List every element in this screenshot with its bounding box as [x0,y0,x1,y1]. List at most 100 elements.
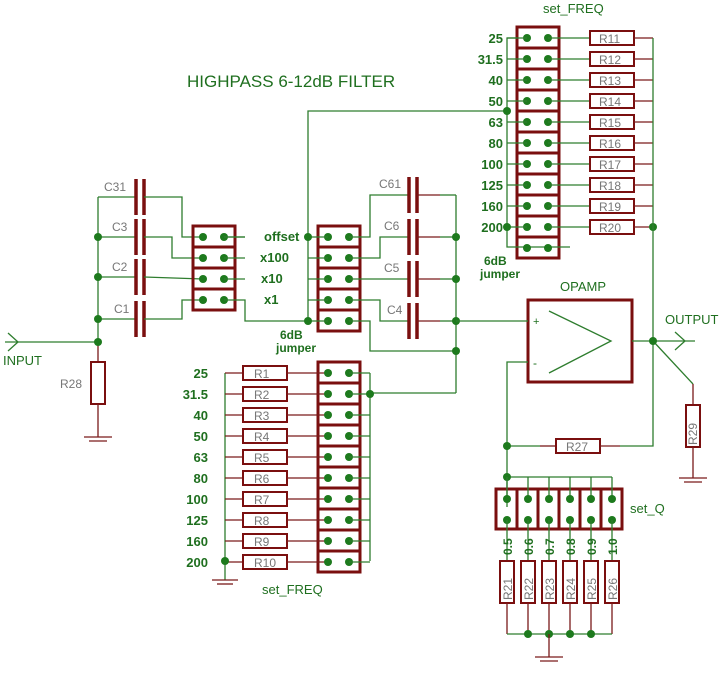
freq-label-top: 100 [481,157,503,172]
cap-label: C4 [387,303,403,317]
resistor-label: R12 [599,53,621,67]
junction-dot [608,495,616,503]
resistor-label: R22 [522,578,536,600]
junction-dot [524,495,532,503]
top-jumper-6db-label: 6dB [484,254,507,268]
junction-dot [324,390,332,398]
resistor-label: R6 [254,472,270,486]
junction-dot [524,630,532,638]
junction-dot [94,273,102,281]
cap-label: C6 [384,219,400,233]
junction-dot [566,630,574,638]
junction-dot [199,296,207,304]
resistor-label: R8 [254,514,270,528]
junction-dot [94,315,102,323]
top-jumper-6db-label-2: jumper [479,267,520,281]
input-label: INPUT [3,353,42,368]
junction-dot [566,495,574,503]
junction-dot [199,275,207,283]
range-label-3: x1 [264,292,278,307]
cap-label: C2 [112,260,128,274]
left-range-jumper[interactable] [191,224,308,322]
freq-label-top: 160 [481,199,503,214]
junction-dot [324,411,332,419]
freq-label-top: 40 [489,73,503,88]
freq-label-bottom: 50 [194,429,208,444]
junction-dot [304,317,312,325]
resistor-label: R17 [599,158,621,172]
middle-range-jumper[interactable] [304,110,508,333]
junction-dot [452,347,460,355]
junction-dot [587,630,595,638]
freq-label-bottom: 25 [194,366,208,381]
junction-dot [199,254,207,262]
opamp: OPAMP + - OUTPUT R29 R27 [456,38,719,507]
resistor-label: R10 [254,556,276,570]
resistor-label: R20 [599,221,621,235]
wire [349,236,409,259]
resistor-label: R11 [599,32,620,46]
resistor-label: R23 [543,578,557,600]
freq-label-bottom: 160 [186,534,208,549]
jumper-6db-label-2: jumper [275,341,316,355]
freq-label-bottom: 40 [194,408,208,423]
junction-dot [366,390,374,398]
junction-dot [587,495,595,503]
wire [349,320,456,352]
wire [307,110,508,237]
freq-label-bottom: 31.5 [183,387,208,402]
q-value-label: 1.0 [606,538,620,555]
junction-dot [503,223,511,231]
cap-label: C61 [379,177,401,191]
opamp-label: OPAMP [560,279,606,294]
resistor-label: R26 [606,578,620,600]
resistor-label: R1 [254,367,270,381]
q-value-label: 0.9 [585,538,599,555]
junction-dot [221,557,229,565]
cap-label: C3 [112,220,128,234]
freq-label-top: 80 [489,136,503,151]
junction-dot [94,338,102,346]
freq-label-top: 25 [489,31,503,46]
r27-label: R27 [566,440,588,454]
q-value-label: 0.6 [522,538,536,555]
junction-dot [324,432,332,440]
wire [144,236,203,259]
resistor-label: R24 [564,578,578,600]
wire [349,299,409,322]
cap-label: C1 [114,302,130,316]
resistor-label: R15 [599,116,621,130]
resistor-label: R9 [254,535,270,549]
resistor-label: R2 [254,388,270,402]
r29-label: R29 [686,423,700,445]
wire [349,194,409,238]
range-label-0: offset [264,229,300,244]
set-freq-top-label: set_FREQ [543,1,604,16]
jumper-6db-label: 6dB [280,328,303,342]
freq-label-top: 31.5 [478,52,503,67]
minus-sign: - [533,356,537,370]
set-q-label: set_Q [630,501,665,516]
range-labels: offset x100 x10 x1 [260,229,300,307]
junction-dot [523,244,531,252]
cap-label: C5 [384,261,400,275]
range-label-1: x100 [260,250,289,265]
junction-dot [199,233,207,241]
resistor-label: R18 [599,179,621,193]
resistor-label: R14 [599,95,621,109]
cap-label: C31 [104,180,126,194]
freq-label-bottom: 200 [186,555,208,570]
junction-dot [452,275,460,283]
freq-label-bottom: 80 [194,471,208,486]
freq-label-top: 63 [489,115,503,130]
junction-dot [324,474,332,482]
range-label-2: x10 [261,271,283,286]
r28-label: R28 [60,377,82,391]
junction-dot [304,233,312,241]
